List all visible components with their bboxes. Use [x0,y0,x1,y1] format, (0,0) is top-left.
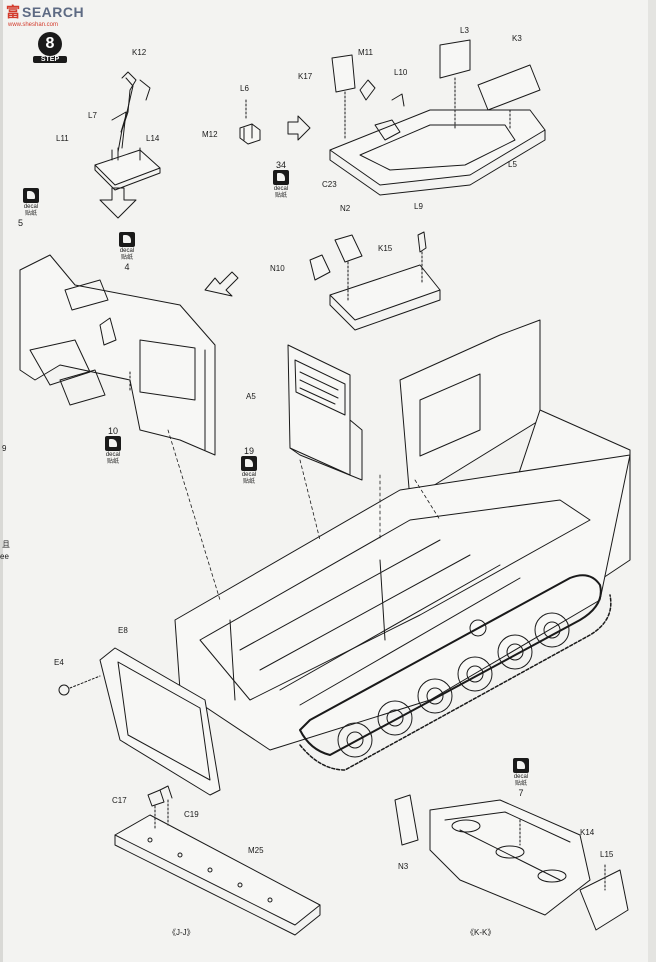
margin-text-b: 且 [2,540,10,549]
view-label-jj: 《J-J》 [168,928,195,937]
a5-panel [287,344,363,481]
page-edge-left [0,0,3,962]
small-part-m12 [239,99,261,145]
step-word: STEP [33,56,67,63]
label-l3: L3 [460,26,469,35]
label-l11: L11 [56,134,69,143]
label-l15: L15 [600,850,614,859]
interior-floor-subassembly [329,39,546,196]
label-n2: N2 [340,204,351,213]
page-edge-right [648,0,656,962]
label-l10: L10 [394,68,408,77]
label-a5: A5 [246,392,256,401]
decal-callout-19: 19 decal 贴纸 [241,446,257,485]
step-number: 8 [38,32,62,56]
label-m12: M12 [202,130,218,139]
label-l7: L7 [88,111,97,120]
rear-door-e8 [58,647,221,796]
label-e4: E4 [54,658,64,667]
decal-icon [513,758,529,773]
decal-callout-7: decal 贴纸 7 [506,758,536,798]
label-n3: N3 [398,862,409,871]
decal-icon [105,436,121,451]
label-m25: M25 [248,846,264,855]
label-k3: K3 [512,34,522,43]
assembly-arrows [99,115,311,297]
guide-lines [167,429,441,601]
label-k17: K17 [298,72,313,81]
step-badge: 8 STEP [30,32,70,68]
n2-k15-subassembly [309,231,441,331]
decal-callout-34: 34 decal 贴纸 [273,160,289,199]
label-l14: L14 [146,134,160,143]
watermark-url: www.sheshan.com [8,22,59,28]
margin-text-c: ee [0,552,9,561]
label-e8: E8 [118,626,128,635]
decal-icon [273,170,289,185]
label-l5: L5 [508,160,517,169]
main-hull [174,319,631,771]
side-wall-subassembly [19,254,216,456]
bracket-subassembly [94,71,161,191]
decal-callout-4: decal 贴纸 4 [112,232,142,272]
label-n10: N10 [270,264,285,273]
decal-callout-10: 10 decal 贴纸 [105,426,121,465]
label-l6: L6 [240,84,249,93]
decal-icon [241,456,257,471]
label-k15: K15 [378,244,393,253]
decal-callout-5: decal 贴纸 5 [16,188,46,228]
watermark-logo: 富 [6,4,20,20]
label-c19: C19 [184,810,199,819]
watermark-name: SEARCH [22,4,85,20]
label-m11: M11 [358,48,373,57]
view-label-kk: 《K-K》 [466,928,496,937]
label-k12: K12 [132,48,147,57]
m25-plate [114,785,321,936]
label-l9: L9 [414,202,423,211]
mudguard-kk [394,794,629,931]
watermark: 富 SEARCH [6,2,84,22]
decal-icon [119,232,135,247]
label-c17: C17 [112,796,127,805]
margin-text-a: 9 [2,444,7,453]
label-c23: C23 [322,180,337,189]
decal-icon [23,188,39,203]
label-k14: K14 [580,828,595,837]
